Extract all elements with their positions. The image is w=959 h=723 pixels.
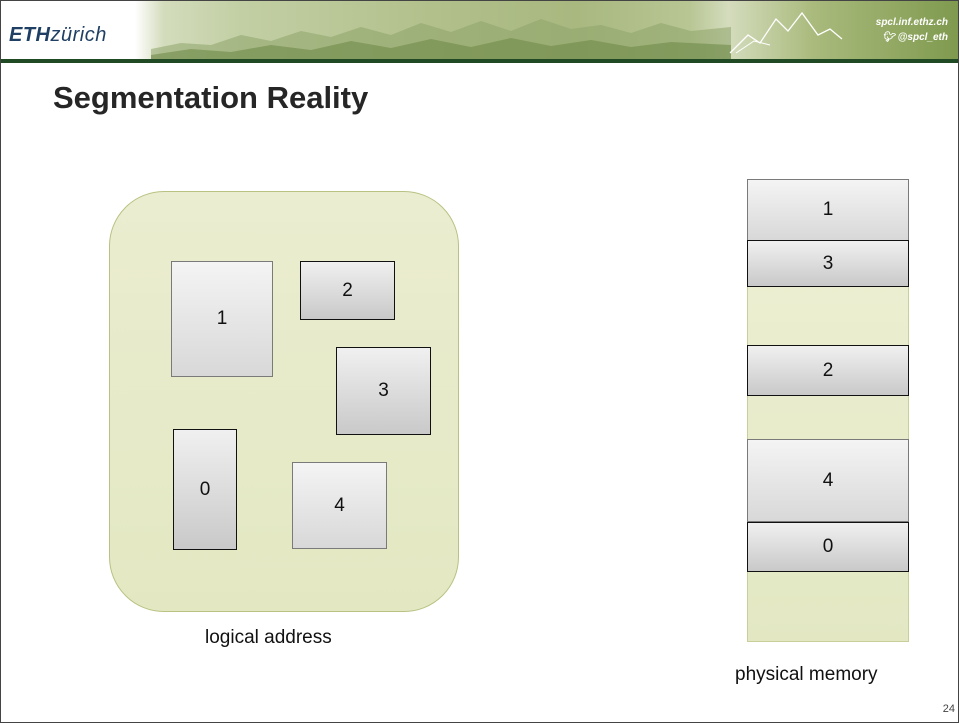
logical-address-caption: logical address (205, 627, 332, 648)
physical-segment-3: 3 (747, 240, 909, 287)
logical-segment-4: 4 (292, 462, 387, 549)
header-twitter: 🐦︎ @spcl_eth (882, 32, 948, 43)
mountain-panorama-image (151, 19, 731, 59)
slide-title: Segmentation Reality (53, 80, 369, 115)
logical-segment-2: 2 (300, 261, 395, 320)
physical-segment-1: 1 (747, 179, 909, 241)
logical-segment-3: 3 (336, 347, 431, 435)
mountain-sketch-icon (729, 11, 843, 54)
physical-memory-caption: physical memory (735, 664, 878, 685)
page-number: 24 (942, 703, 955, 715)
slide-header: ETHzürich spcl.inf.ethz.ch 🐦︎ @spcl_eth (1, 1, 958, 63)
logical-segment-0: 0 (173, 429, 237, 550)
eth-zurich-logo: ETHzürich (9, 24, 107, 46)
logical-segment-1: 1 (171, 261, 273, 377)
physical-segment-4: 4 (747, 439, 909, 522)
header-url: spcl.inf.ethz.ch (875, 17, 948, 28)
twitter-bird-icon: 🐦︎ (882, 32, 898, 43)
header-divider (1, 59, 958, 63)
physical-segment-2: 2 (747, 345, 909, 396)
physical-segment-0: 0 (747, 522, 909, 572)
